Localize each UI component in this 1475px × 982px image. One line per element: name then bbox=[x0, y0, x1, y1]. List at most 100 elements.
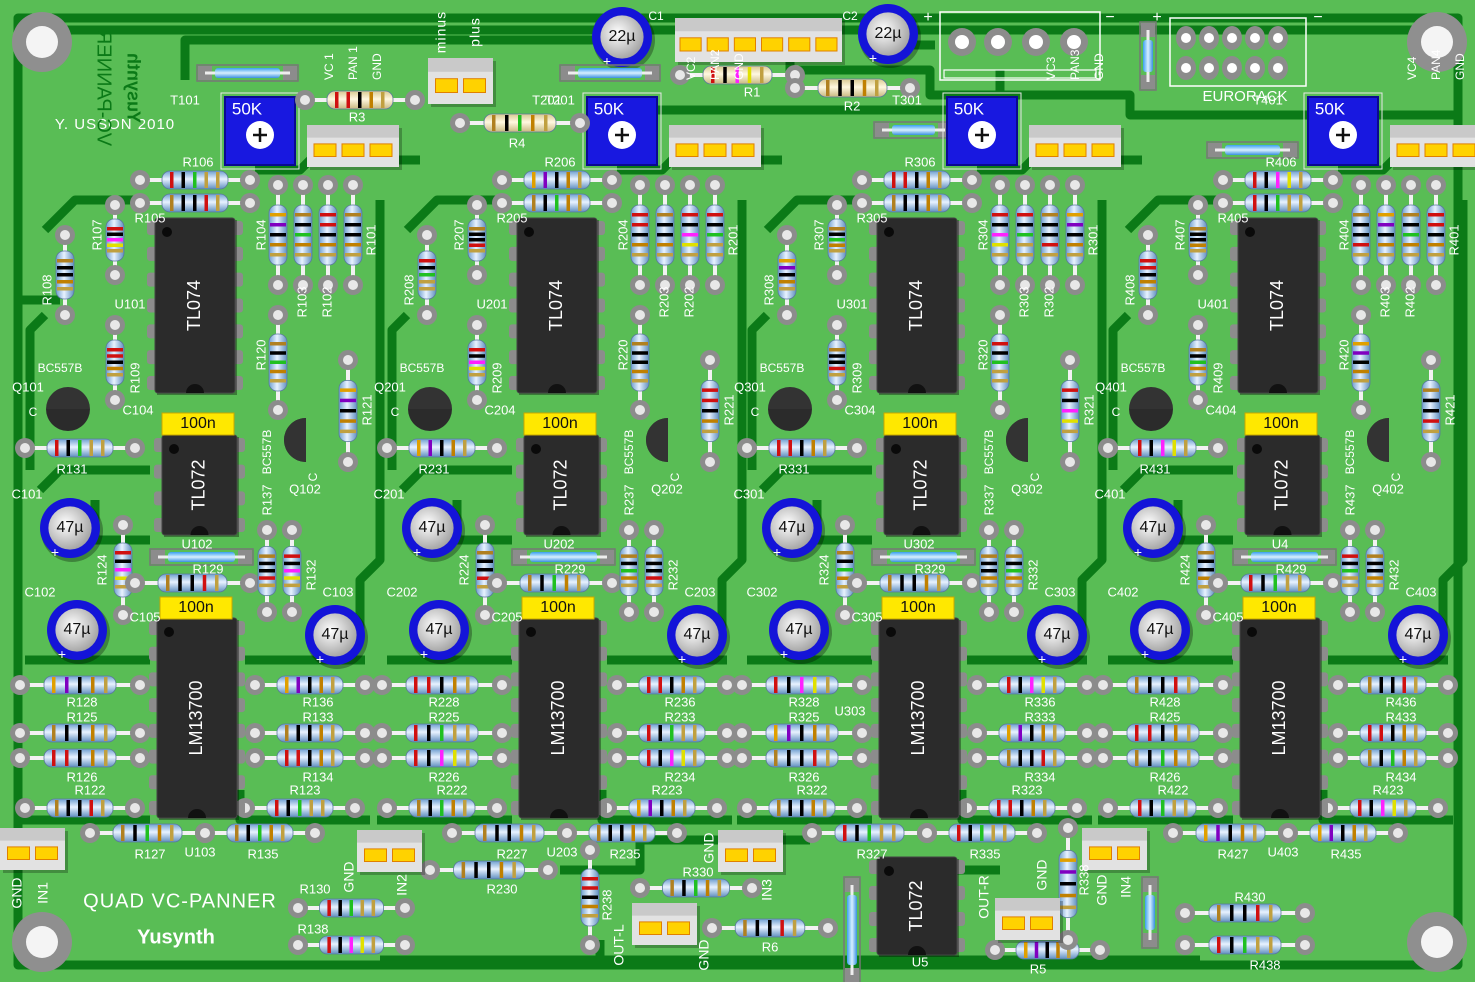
color-band bbox=[657, 213, 673, 217]
resistor-ref: R138 bbox=[297, 921, 328, 936]
color-band bbox=[285, 677, 289, 693]
cv-pan-connector-2[interactable] bbox=[669, 125, 764, 170]
color-band bbox=[829, 360, 845, 364]
polarity-plus: + bbox=[603, 53, 611, 69]
drill-hole bbox=[343, 457, 353, 467]
cv-connector-pin-label: GND bbox=[732, 53, 746, 80]
color-band bbox=[564, 575, 569, 591]
cv-pan-connector-3[interactable] bbox=[1029, 125, 1124, 170]
input-jack-connector-1[interactable] bbox=[0, 828, 68, 873]
drill-hole bbox=[20, 803, 30, 813]
color-band bbox=[1042, 253, 1058, 257]
drill-hole bbox=[1356, 180, 1366, 190]
resistor-ref: R329 bbox=[914, 561, 945, 576]
resistor-ref: R201 bbox=[725, 224, 740, 255]
drill-hole bbox=[15, 728, 25, 738]
color-band bbox=[358, 92, 362, 108]
transistor-type: BC557B bbox=[982, 430, 996, 475]
capacitor-value: 22µ bbox=[874, 25, 901, 42]
color-band bbox=[1067, 213, 1083, 217]
resistor-ref: R423 bbox=[1372, 782, 1403, 797]
resistor-ref: R404 bbox=[1336, 219, 1351, 250]
drill-hole bbox=[823, 923, 833, 933]
color-band bbox=[345, 253, 361, 257]
color-band bbox=[1003, 825, 1007, 841]
drill-hole bbox=[1443, 728, 1453, 738]
capacitor-top bbox=[866, 12, 910, 56]
output-left-connector[interactable] bbox=[632, 903, 700, 948]
ic-tl074-u401: TL074 bbox=[1230, 217, 1326, 395]
color-band bbox=[335, 92, 339, 108]
wire-jumper bbox=[511, 548, 616, 566]
cv-pan-connector-4[interactable] bbox=[1390, 125, 1475, 170]
trimmer-t101[interactable]: 50K bbox=[220, 92, 300, 170]
drill-hole bbox=[1443, 680, 1453, 690]
color-band bbox=[319, 750, 323, 766]
resistor-ref: R327 bbox=[856, 846, 887, 861]
color-band bbox=[670, 677, 674, 693]
color-band bbox=[681, 677, 685, 693]
trimmer-t301[interactable]: 50K bbox=[942, 92, 1022, 170]
color-band bbox=[826, 80, 830, 96]
transistor-type: BC557B bbox=[1121, 361, 1166, 375]
color-band bbox=[469, 373, 485, 377]
color-band bbox=[1161, 725, 1165, 741]
collector-mark: C bbox=[668, 472, 682, 481]
capacitor-value: 47µ bbox=[683, 626, 710, 643]
color-band bbox=[1017, 243, 1033, 247]
elec-cap-c401: 47µ+ bbox=[1123, 498, 1186, 562]
ic-part-number: TL072 bbox=[906, 880, 926, 931]
input-jack-connector-2[interactable] bbox=[357, 830, 425, 875]
eurorack-power-header[interactable] bbox=[1169, 17, 1307, 87]
output-right-connector[interactable] bbox=[995, 898, 1063, 943]
resistor-r107 bbox=[105, 195, 125, 285]
color-band bbox=[216, 195, 220, 211]
resistor-ref: R224 bbox=[456, 554, 471, 585]
connector-pin bbox=[1063, 143, 1087, 157]
color-band bbox=[371, 937, 376, 953]
resistor-r228 bbox=[372, 675, 512, 695]
power-minus-plus-connector[interactable] bbox=[428, 58, 496, 107]
ic-notch bbox=[548, 384, 566, 393]
color-band bbox=[1368, 750, 1372, 766]
trimmer-t201[interactable]: 50K bbox=[582, 92, 662, 170]
color-band bbox=[1062, 419, 1078, 423]
power-header-6pin[interactable] bbox=[675, 18, 845, 65]
color-band bbox=[1378, 233, 1394, 237]
transistor-q301 bbox=[768, 387, 812, 431]
color-band bbox=[1149, 800, 1153, 816]
color-band bbox=[760, 67, 764, 83]
color-band bbox=[1198, 576, 1214, 580]
drill-hole bbox=[85, 828, 95, 838]
film-cap-c404: 100n bbox=[1244, 412, 1318, 436]
color-band bbox=[270, 223, 286, 227]
pin1-dot bbox=[884, 866, 894, 876]
color-band bbox=[1135, 725, 1139, 741]
resistor-r207 bbox=[467, 195, 487, 285]
ic-ref: U101 bbox=[114, 296, 145, 311]
trimmer-t401[interactable]: 50K bbox=[1303, 92, 1383, 170]
color-band bbox=[107, 366, 123, 371]
input-jack-connector-4[interactable] bbox=[1082, 828, 1150, 873]
minus-sign: − bbox=[1313, 9, 1322, 26]
connector-pin bbox=[1002, 916, 1025, 931]
color-band bbox=[532, 825, 536, 841]
color-band bbox=[469, 360, 485, 364]
input-jack-connector-3[interactable] bbox=[718, 830, 786, 875]
drill-hole bbox=[1098, 680, 1108, 690]
transistor-top bbox=[284, 418, 306, 462]
drill-hole bbox=[1009, 607, 1019, 617]
input-label: IN1 bbox=[35, 882, 51, 904]
resistor-r105 bbox=[130, 193, 260, 213]
polarity-plus: + bbox=[678, 651, 686, 667]
resistor-r126 bbox=[10, 748, 150, 768]
color-band bbox=[780, 920, 784, 936]
resistor-r106 bbox=[130, 170, 260, 190]
cv-pan-connector-1[interactable] bbox=[307, 125, 402, 170]
resistor-r232 bbox=[644, 520, 664, 622]
color-band bbox=[340, 388, 356, 392]
color-band bbox=[345, 233, 361, 237]
power-connector-4pin[interactable] bbox=[939, 11, 1101, 81]
ic-tl074-u201: TL074 bbox=[509, 217, 605, 395]
wire-jumper bbox=[871, 548, 976, 566]
